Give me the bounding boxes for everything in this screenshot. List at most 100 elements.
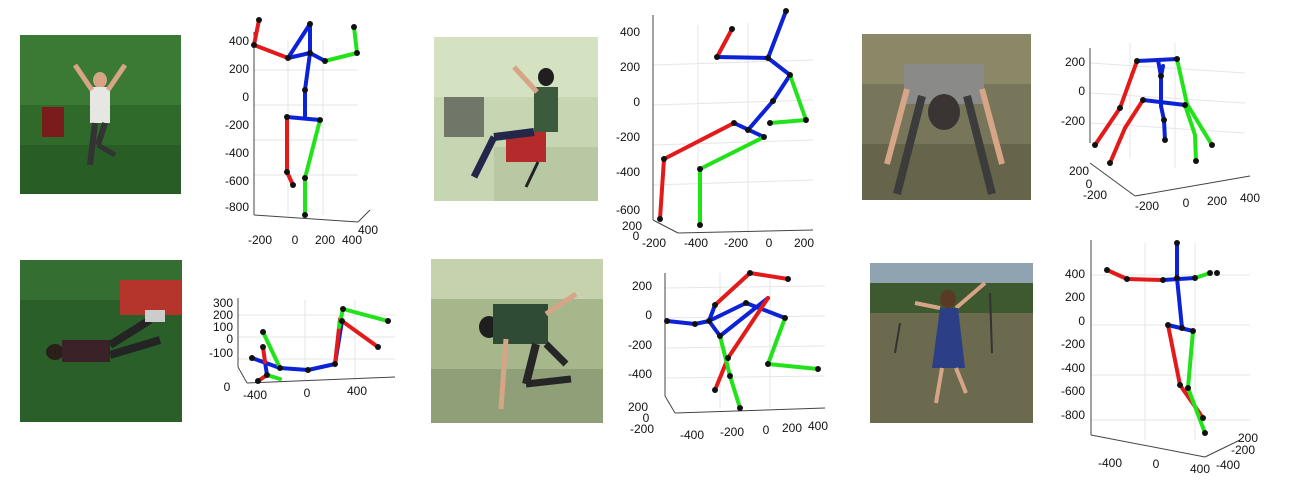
depth-tick: 0	[633, 229, 640, 243]
x-tick: -200	[720, 425, 744, 439]
pose-plot-2-svg: 400 200 0 -200 -400 -600 200 0 -200 -400…	[616, 8, 814, 250]
y-tick: -800	[225, 200, 249, 214]
x-tick-labels: 200 0 -200 -400 -200 0 200	[622, 219, 814, 250]
joint	[1207, 270, 1213, 276]
joint	[317, 117, 323, 123]
y-tick: 0	[633, 95, 640, 109]
depth-tick: 0	[224, 380, 231, 394]
limb-torso	[707, 319, 722, 338]
joint	[729, 26, 735, 32]
limb-right	[1125, 277, 1165, 282]
joint	[332, 361, 338, 367]
joint	[1162, 137, 1168, 143]
joint	[1160, 277, 1166, 283]
joint	[354, 50, 360, 56]
joint	[727, 373, 733, 379]
joint	[1174, 56, 1180, 62]
limb-torso	[306, 362, 337, 372]
y-tick: 200	[1065, 290, 1085, 304]
y-tick-labels: 200 0 -200	[1061, 55, 1085, 128]
axes-box	[664, 273, 826, 408]
y-tick: 200	[1065, 55, 1085, 69]
y-tick: -200	[225, 118, 249, 132]
joint	[803, 117, 809, 123]
joint	[1158, 73, 1164, 79]
y-tick: -600	[1061, 384, 1085, 398]
limb-left	[1185, 102, 1214, 147]
joint	[717, 333, 723, 339]
y-tick: 0	[1078, 314, 1085, 328]
depth-tick: 0	[643, 411, 650, 425]
limb-torso	[718, 296, 770, 338]
joint	[770, 98, 776, 104]
joint	[251, 42, 257, 48]
joint	[1124, 276, 1130, 282]
joint	[285, 55, 291, 61]
limb-torso	[744, 301, 787, 320]
limb-left	[1186, 386, 1207, 435]
x-tick-labels: 0 -400 0 400	[224, 380, 368, 402]
joint	[1193, 158, 1199, 164]
y-tick-labels: 300 200 100 0 -100	[209, 296, 233, 360]
y-tick: 300	[213, 296, 233, 310]
joint	[305, 367, 311, 373]
limb-right	[715, 27, 734, 59]
y-tick: -200	[1061, 337, 1085, 351]
y-tick: 0	[645, 308, 652, 322]
joint	[1179, 325, 1185, 331]
x-tick: 200	[1207, 194, 1227, 208]
joint	[1202, 430, 1208, 436]
joint	[1182, 102, 1188, 108]
limb-torso	[707, 301, 748, 323]
joint	[664, 318, 670, 324]
limb-left	[718, 334, 732, 378]
limb-left	[698, 135, 766, 171]
joint	[264, 372, 270, 378]
joint	[375, 344, 381, 350]
depth-tick: 200	[622, 219, 642, 233]
joint	[737, 405, 743, 411]
pose-plot-4-svg: 300 200 100 0 -100 0 -400 0 400	[209, 296, 396, 402]
x-tick: -200	[642, 236, 666, 250]
joint	[1134, 58, 1140, 64]
limb-left	[766, 362, 820, 371]
limb-left	[1186, 329, 1195, 390]
depth-tick: 200	[1238, 431, 1258, 445]
pose-plot-4: 300 200 100 0 -100 0 -400 0 400	[205, 295, 400, 407]
photo-5	[431, 259, 603, 423]
limb-right	[252, 18, 261, 47]
joints	[1104, 240, 1220, 436]
pose-plot-6-svg: 400 200 0 -200 -400 -600 -800 -400 0 400…	[1061, 240, 1258, 476]
joint	[1174, 240, 1180, 246]
photo-1-scene	[20, 35, 181, 194]
joint	[1185, 385, 1191, 391]
x-tick: 400	[1240, 191, 1260, 205]
x-tick: -200	[1135, 199, 1159, 213]
x-tick: 200	[782, 421, 802, 435]
y-tick: 400	[1065, 267, 1085, 281]
joint	[706, 318, 712, 324]
y-tick: 200	[213, 308, 233, 322]
x-tick-labels: 200 0 -200 -200 0 200 400	[1069, 164, 1260, 213]
y-tick: -200	[616, 130, 640, 144]
axes-box	[1089, 43, 1246, 168]
pose-plot-3: 200 0 -200 200 0 -200 -200 0 200 400	[1055, 28, 1265, 213]
y-tick: 0	[226, 332, 233, 346]
joint	[661, 156, 667, 162]
joint	[249, 355, 255, 361]
x-tick: -400	[1098, 456, 1122, 470]
joints	[251, 17, 360, 218]
limb-left	[1183, 103, 1197, 137]
joint	[787, 72, 793, 78]
limb-right	[662, 121, 736, 161]
joint	[307, 50, 313, 56]
joint	[712, 302, 718, 308]
axis-lines	[253, 32, 371, 223]
joint	[340, 306, 346, 312]
axis-lines	[1090, 240, 1241, 458]
joint	[782, 315, 788, 321]
joint	[1200, 415, 1206, 421]
limb-left	[766, 316, 787, 366]
depth-tick: 400	[358, 223, 378, 237]
y-tick: -400	[628, 367, 652, 381]
